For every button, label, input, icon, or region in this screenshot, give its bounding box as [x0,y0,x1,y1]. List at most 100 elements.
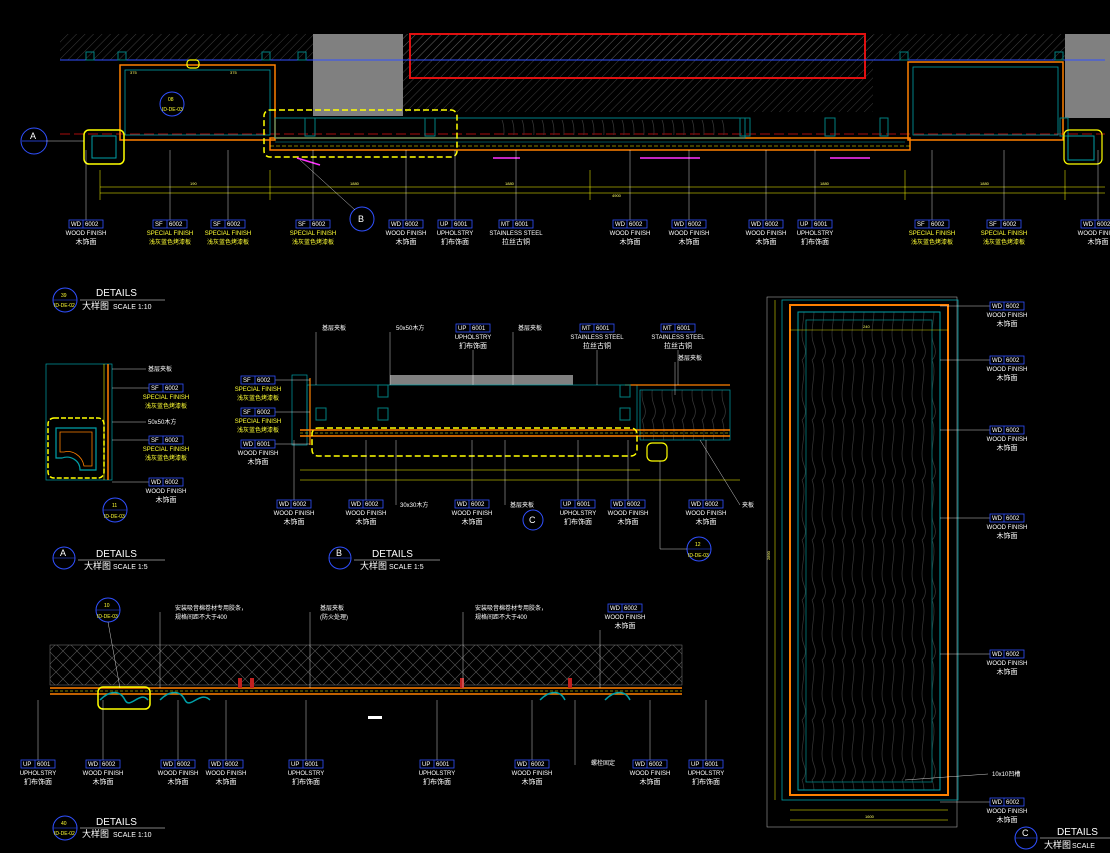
callout-code: SF [243,410,251,416]
callout-en: WOOD FINISH [158,771,199,777]
callout-zh: 木饰面 [284,517,305,526]
callout-num: 6002 [688,222,702,228]
callout-code: SF [243,378,251,384]
callout-zh: 木饰面 [618,517,639,526]
detail-40-note-2: 规格间距不大于400 [175,613,228,621]
dim-1880a: 1880 [350,181,360,186]
detail-c-height: 2890 [766,550,771,560]
callout-num: 6002 [225,762,239,768]
svg-text:08: 08 [168,97,174,103]
callout-en: WOOD FINISH [669,231,710,237]
ref-tag-11[interactable]: 11 ID-DE-03 [102,497,128,523]
callout-code: UP [458,326,466,332]
ref-tag-08[interactable]: 08 ID-DE-03 [159,91,185,117]
svg-text:C: C [529,515,536,525]
callout-code: SF [213,222,221,228]
svg-text:10: 10 [104,603,110,609]
callout-num: 6002 [165,438,179,444]
callout-en: WOOD FINISH [83,771,124,777]
detail-40-num: 40 [61,821,67,827]
dim-4900: 4900 [612,193,622,198]
callout-zh: 木饰面 [756,237,777,246]
detail-39-num: 39 [61,293,67,299]
callout-num: 6002 [931,222,945,228]
callout-en: SPECIAL FINISH [235,387,281,393]
callout-zh: 拉丝古铜 [664,341,692,350]
column-left [313,34,403,116]
top-plan: 190 1880 1880 4900 1880 1880 375 375 A B… [20,33,1110,232]
callout-num: 6002 [257,410,271,416]
callout-num: 6001 [814,222,828,228]
callout-zh: 扪布饰面 [564,517,592,526]
callout-code: WD [391,222,402,228]
section-c-marker[interactable]: C [522,509,544,531]
callout-en: STAINLESS STEEL [651,335,705,341]
callout-zh: 木饰面 [76,237,97,246]
callout-zh: 木饰面 [997,319,1018,328]
callout-num: 6001 [436,762,450,768]
section-marker-b[interactable]: B [299,159,375,232]
callout-num: 6002 [629,222,643,228]
callout-code: UP [563,502,571,508]
callout-en: SPECIAL FINISH [981,231,1027,237]
detail-a-note-2: 50x50木方 [148,418,176,426]
detail-39-zh: 大样图 [82,300,109,312]
callout-code: WD [457,502,468,508]
callout-code: UP [691,762,699,768]
callout-zh: 拉丝古铜 [502,237,530,246]
callout-zh: 木饰面 [997,531,1018,540]
ref-tag-10[interactable]: 10 ID-DE-03 [95,597,121,689]
callout-en: WOOD FINISH [987,313,1028,319]
detail-40-note-5: 安装吸音棉卷材专用胶条， [475,604,547,612]
detail-a-letter: A [60,548,66,558]
callout-en: UPHOLSTRY [20,771,57,777]
callout-zh: 木饰面 [93,777,114,786]
callout-zh: 木饰面 [356,517,377,526]
dim-1880b: 1880 [505,181,515,186]
detail-a-note-1: 基层夹板 [148,365,172,373]
callout-en: SPECIAL FINISH [909,231,955,237]
detail-40-ref: ID-DE-02 [54,831,75,837]
callout-en: STAINLESS STEEL [570,335,624,341]
detail-40-note-3: 基层夹板 [320,604,344,612]
detail-40-zh: 大样图 [82,828,109,840]
callout-code: SF [151,386,159,392]
callout-code: WD [610,606,621,612]
callout-en: WOOD FINISH [1078,231,1110,237]
callout-zh: 木饰面 [679,237,700,246]
callout-zh: 浅灰蓝色烤漆板 [149,238,191,246]
callout-num: 6002 [85,222,99,228]
callout-num: 6002 [1006,516,1020,522]
svg-text:ID-DE-03: ID-DE-03 [688,553,709,559]
callout-en: UPHOLSTRY [419,771,456,777]
ref-tag-12[interactable]: 12 ID-DE-03 [659,461,712,562]
callout-en: WOOD FINISH [608,511,649,517]
callout-zh: 木饰面 [522,777,543,786]
detail-b-note-3: 基层夹板 [518,324,542,332]
detail-40-note-4: (防火处理) [320,613,348,621]
callout-en: UPHOLSTRY [688,771,725,777]
callout-code: MT [582,326,591,332]
callout-zh: 浅灰蓝色烤漆板 [983,238,1025,246]
callout-num: 6002 [102,762,116,768]
callout-num: 6002 [531,762,545,768]
section-marker-a[interactable]: A [20,127,84,155]
callout-num: 6002 [1006,304,1020,310]
callout-zh: 扪布饰面 [441,237,469,246]
detail-39-heading: DETAILS [96,288,137,299]
callout-code: WD [674,222,685,228]
detail-b-note-6: 基层夹板 [510,501,534,509]
